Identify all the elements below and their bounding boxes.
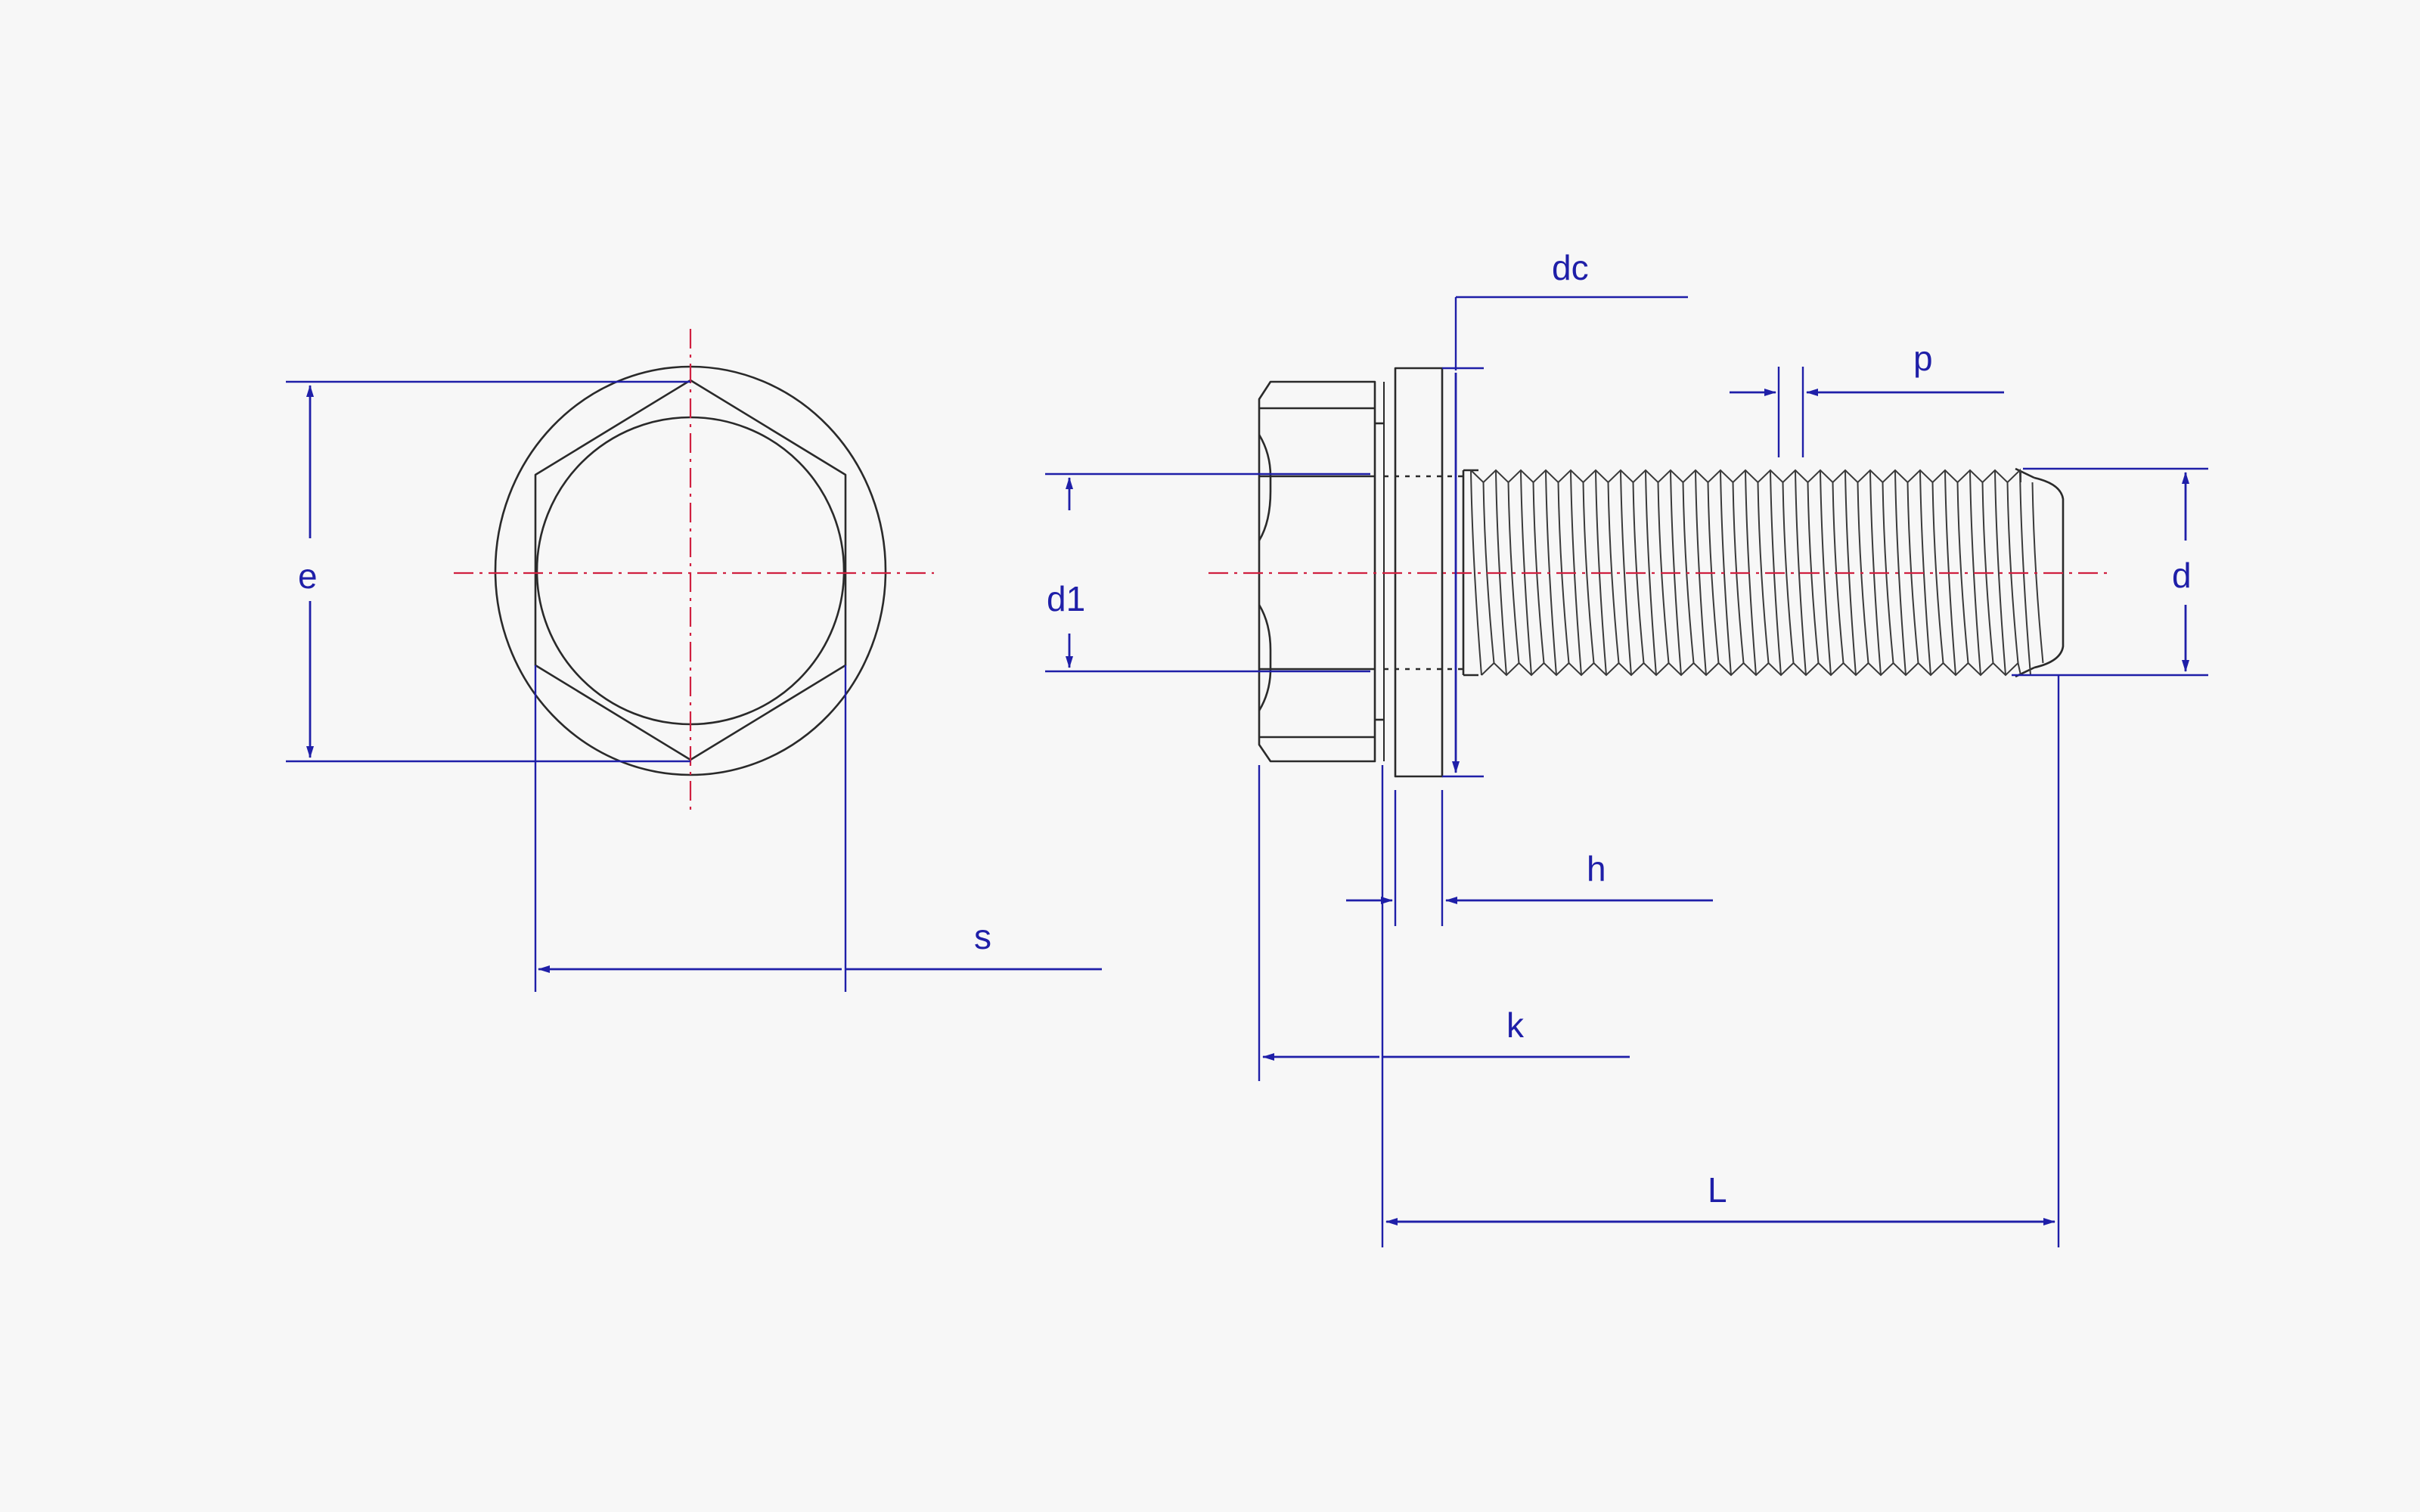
thread-flanks bbox=[1470, 469, 2044, 676]
dimension-h: h bbox=[1346, 790, 1713, 926]
label-d: d bbox=[2172, 556, 2192, 595]
label-p: p bbox=[1913, 339, 1933, 378]
label-dc: dc bbox=[1552, 248, 1589, 287]
label-e: e bbox=[298, 556, 318, 596]
label-h: h bbox=[1587, 849, 1606, 888]
hex-head-side bbox=[1258, 380, 1376, 763]
label-d1: d1 bbox=[1047, 579, 1085, 618]
dimension-e: e bbox=[286, 380, 690, 763]
dimension-k: k bbox=[1258, 765, 1630, 1247]
side-view bbox=[1208, 367, 2110, 778]
thread-crests-bottom bbox=[1481, 662, 2021, 677]
label-s: s bbox=[974, 917, 991, 956]
label-k: k bbox=[1506, 1005, 1525, 1045]
front-view bbox=[454, 329, 934, 813]
dimension-d: d bbox=[2012, 467, 2208, 677]
dimension-dc: dc bbox=[1442, 248, 1688, 778]
dimension-d1: d1 bbox=[1045, 472, 1370, 673]
label-L: L bbox=[1708, 1170, 1727, 1210]
dimension-s: s bbox=[534, 665, 1102, 992]
thread-pattern bbox=[1470, 468, 2044, 677]
dimension-p: p bbox=[1730, 339, 2004, 457]
dimension-L: L bbox=[1385, 675, 2060, 1247]
